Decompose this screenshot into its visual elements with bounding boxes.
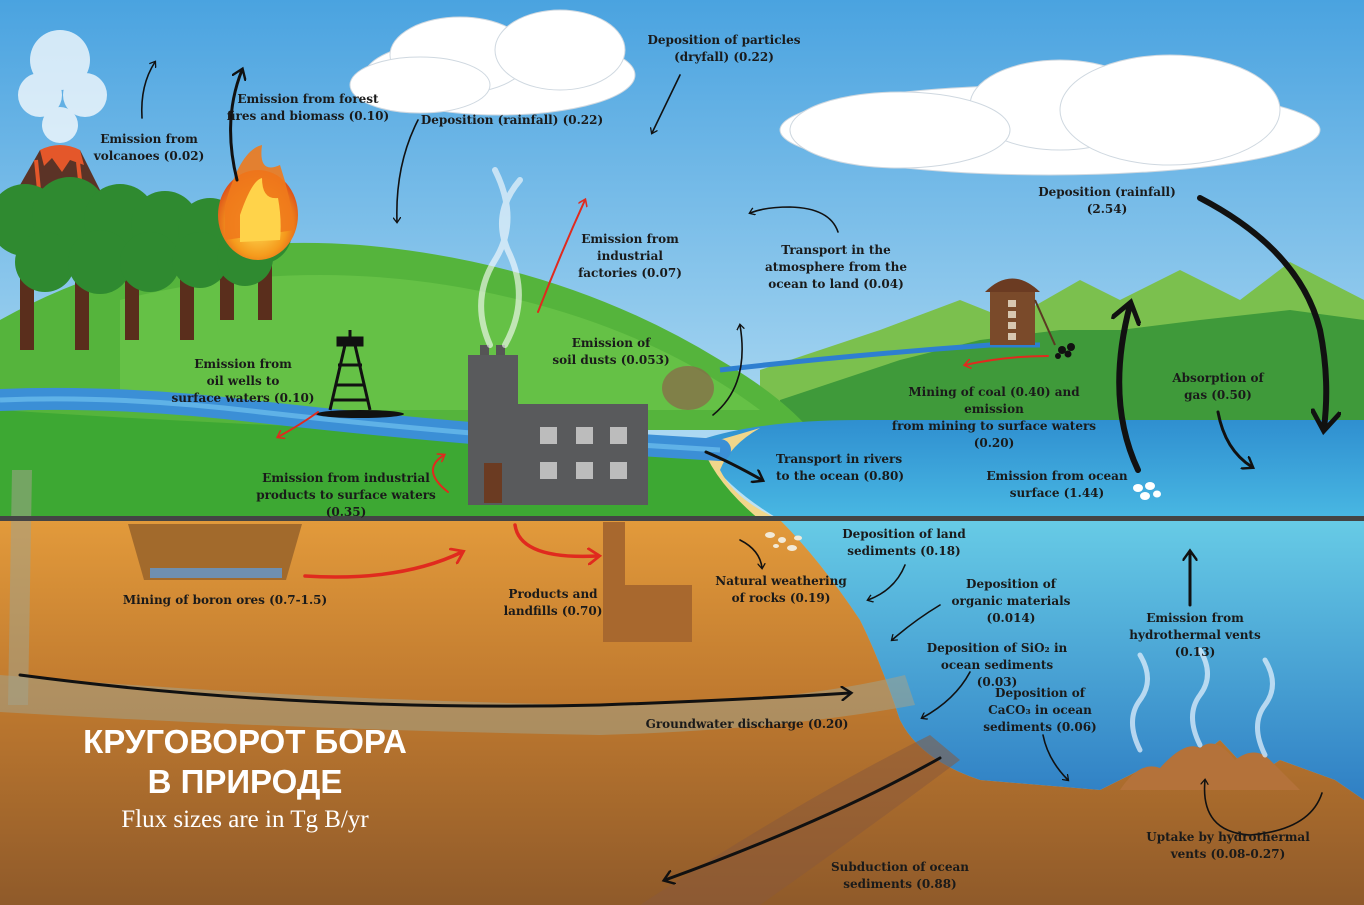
- factory-smoke: [478, 167, 523, 348]
- arrow-volcano: [140, 62, 155, 119]
- arrows-heavy: [18, 70, 1252, 880]
- arrow-forest-fire: [229, 70, 242, 182]
- label-landfills: Products and landfills (0.70): [503, 587, 603, 618]
- label-groundwater: Groundwater discharge (0.20): [645, 717, 849, 731]
- label-rainfall-land: Deposition (rainfall) (0.22): [420, 113, 604, 127]
- label-subduction: Subduction of ocean sediments (0.88): [831, 860, 969, 891]
- arrows-red: [278, 200, 1049, 493]
- label-rainfall-ocean: Deposition (rainfall) (2.54): [1038, 185, 1176, 216]
- label-industrial-factories: Emission from industrial factories (0.07…: [578, 232, 682, 280]
- arrow-landfills: [513, 523, 598, 556]
- label-ocean-surface: Emission from ocean surface (1.44): [986, 469, 1128, 500]
- arrow-weathering: [739, 539, 762, 568]
- oil-well: [316, 330, 404, 418]
- ocean-deep: [780, 520, 1364, 800]
- label-hydrothermal-uptake: Uptake by hydrothermal vents (0.08-0.27): [1146, 830, 1310, 861]
- arrow-hydrothermal-uptake: [1205, 780, 1323, 836]
- label-hydrothermal-emission: Emission from hydrothermal vents (0.13): [1129, 611, 1261, 659]
- subduction-band: [640, 735, 960, 905]
- arrow-caco3: [1042, 734, 1068, 780]
- label-sio2: Deposition of SiO₂ in ocean sediments (0…: [926, 641, 1068, 689]
- arrow-rivers: [704, 450, 762, 480]
- forest: [0, 177, 292, 350]
- ocean-surface: [700, 420, 1364, 520]
- diagram-title-line1: КРУГОВОРОТ БОРА: [83, 723, 407, 760]
- arrow-industrial-products: [432, 455, 449, 493]
- coal-mine: [985, 278, 1075, 359]
- label-organic: Deposition of organic materials (0.014): [951, 577, 1071, 625]
- label-volcanoes: Emission from volcanoes (0.02): [93, 132, 205, 163]
- label-boron-mining: Mining of boron ores (0.7-1.5): [122, 593, 328, 607]
- label-weathering: Natural weathering of rocks (0.19): [715, 574, 847, 605]
- label-coal-mining: Mining of coal (0.40) and emission from …: [891, 385, 1097, 450]
- volcano-smoke: [18, 30, 107, 143]
- label-oil-wells: Emission from oil wells to surface water…: [171, 357, 315, 405]
- arrow-sio2: [922, 671, 971, 718]
- label-land-sediments: Deposition of land sediments (0.18): [842, 527, 966, 558]
- label-transport-atmosphere: Transport in the atmosphere from the oce…: [765, 243, 907, 291]
- label-industrial-products: Emission from industrial products to sur…: [256, 471, 436, 519]
- boron-mine-pit: [128, 524, 302, 580]
- arrow-transport-atmosphere: [750, 206, 839, 233]
- arrow-groundwater: [18, 673, 850, 708]
- label-dryfall: Deposition of particles (dryfall) (0.22): [647, 33, 801, 64]
- arrow-ocean-surface: [1119, 305, 1138, 473]
- arrow-gas-absorption: [1216, 410, 1252, 467]
- label-caco3: Deposition of CaCO₃ in ocean sediments (…: [983, 686, 1097, 734]
- label-forest-fires: Emission from forest fires and biomass (…: [226, 92, 390, 123]
- forest-fire: [218, 145, 298, 260]
- arrow-coal-mining: [965, 355, 1049, 365]
- hydrothermal-plumes: [1130, 647, 1275, 758]
- arrows-bold: [1119, 195, 1326, 473]
- arrow-rainfall-ocean: [1197, 195, 1326, 428]
- surface-boundary: [0, 516, 1364, 521]
- hill-left-light: [120, 275, 760, 410]
- arrow-oil-wells: [278, 411, 319, 437]
- cloud-right: [779, 54, 1321, 176]
- arrow-dryfall: [652, 74, 681, 133]
- label-soil-dusts: Emission of soil dusts (0.053): [552, 336, 670, 367]
- hydrothermal-mounds: [1120, 743, 1300, 790]
- diagram-subtitle: Flux sizes are in Tg B/yr: [121, 806, 369, 833]
- diagram-title-line2: В ПРИРОДЕ: [147, 763, 343, 800]
- label-rivers: Transport in rivers to the ocean (0.80): [776, 452, 905, 483]
- factory: [468, 345, 648, 505]
- cloud-left: [349, 9, 636, 116]
- arrows-red-heavy: [303, 523, 598, 579]
- arrow-rainfall-land: [397, 119, 419, 222]
- diagram-title: КРУГОВОРОТ БОРА В ПРИРОДЕ: [40, 722, 450, 802]
- landfill: [603, 522, 692, 642]
- soil-dust-cloud: [662, 366, 714, 410]
- groundwater-vertical: [8, 470, 32, 705]
- ocean-foam: [1133, 482, 1161, 500]
- arrows-dark: [140, 62, 1323, 836]
- label-gas-absorption: Absorption of gas (0.50): [1172, 371, 1264, 402]
- mountains-right-shadow: [780, 310, 1364, 440]
- mine-stream: [719, 342, 1040, 373]
- arrow-subduction: [665, 756, 942, 880]
- arrow-soil-dust: [712, 325, 742, 416]
- arrow-industrial-factories: [537, 200, 585, 313]
- weathering-rocks: [765, 532, 802, 551]
- arrow-organic: [892, 604, 941, 640]
- arrow-land-sediments: [868, 564, 906, 600]
- arrow-boron-mining: [303, 552, 462, 579]
